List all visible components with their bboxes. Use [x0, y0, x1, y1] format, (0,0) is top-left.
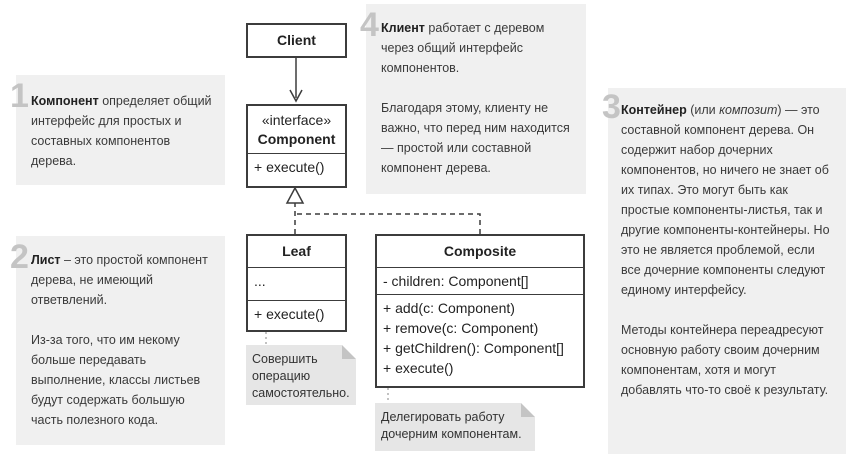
note-1-term: Компонент — [31, 94, 99, 108]
note-2-text: – это простой компонент дерева, не имеющ… — [31, 253, 208, 307]
memo-fold-icon — [521, 403, 535, 417]
note-3-text-b: ) — это составной компонент дерева. Он с… — [621, 103, 830, 297]
note-3-term: Контейнер — [621, 103, 687, 117]
composite-method-add: + add(c: Component) — [383, 300, 515, 316]
component-method: + execute() — [248, 153, 345, 180]
uml-component-box: «interface» Component + execute() — [246, 104, 347, 188]
composite-title: Composite — [443, 243, 517, 259]
note-2-para2: Из-за того, что им некому больше передав… — [31, 333, 201, 427]
uml-client-box: Client — [246, 23, 347, 58]
note-number-1: 1 — [10, 77, 29, 115]
note-3-para2: Методы контейнера переадресуют основную … — [621, 323, 829, 397]
leaf-memo: Совершить операцию самостоятельно. — [246, 345, 356, 405]
note-2-term: Лист — [31, 253, 61, 267]
note-4-para2: Благодаря этому, клиенту не важно, что п… — [381, 101, 570, 175]
note-3-italic: композит — [719, 103, 778, 117]
component-title: Component — [257, 131, 336, 147]
note-leaf: 2 Лист – это простой компонент дерева, н… — [10, 236, 225, 445]
note-3-text-a: (или — [686, 103, 720, 117]
composite-to-component-line — [296, 213, 481, 234]
composite-method-getchildren: + getChildren(): Component[] — [383, 340, 564, 356]
composite-memo: Делегировать работу дочерним компонентам… — [375, 403, 535, 451]
composite-methods: + add(c: Component) + remove(c: Componen… — [377, 294, 583, 381]
component-stereotype: «interface» — [261, 112, 332, 128]
uml-composite-box: Composite - children: Component[] + add(… — [375, 234, 585, 388]
note-4-term: Клиент — [381, 21, 425, 35]
leaf-title: Leaf — [282, 243, 311, 259]
note-4-text: работает с деревом через общий интерфейс… — [381, 21, 545, 75]
note-component: 1 Компонент определяет общий интерфейс д… — [10, 75, 225, 185]
association-arrowhead — [289, 89, 303, 103]
leaf-method: + execute() — [248, 300, 345, 327]
uml-leaf-box: Leaf ... + execute() — [246, 234, 347, 332]
note-number-2: 2 — [10, 238, 29, 276]
leaf-memo-text: Совершить операцию самостоятельно. — [252, 352, 350, 400]
note-composite: 3 Контейнер (или композит) — это составн… — [602, 88, 846, 454]
note-1-text: определяет общий интерфейс для простых и… — [31, 94, 212, 168]
leaf-fields: ... — [248, 267, 345, 300]
realization-arrowhead — [285, 186, 305, 204]
memo-fold-icon — [342, 345, 356, 359]
composite-memo-text: Делегировать работу дочерним компонентам… — [381, 410, 522, 441]
composite-method-remove: + remove(c: Component) — [383, 320, 539, 336]
client-title: Client — [277, 32, 316, 48]
note-number-4: 4 — [360, 6, 379, 44]
note-client: 4 Клиент работает с деревом через общий … — [360, 4, 586, 194]
composite-method-execute: + execute() — [383, 360, 454, 376]
composite-field: - children: Component[] — [377, 267, 583, 294]
note-number-3: 3 — [602, 88, 621, 126]
